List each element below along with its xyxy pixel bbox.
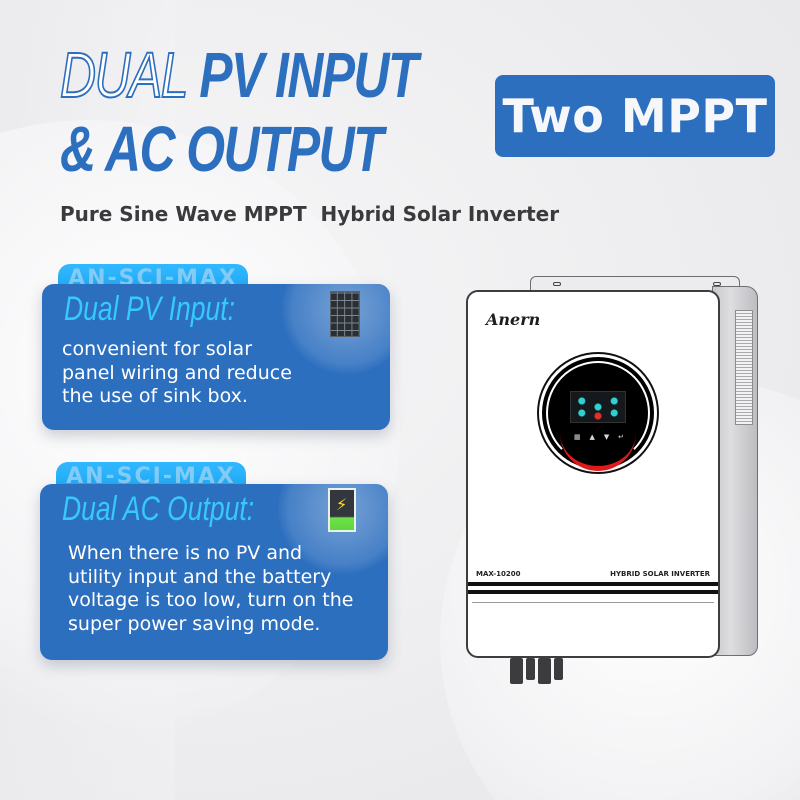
connector	[538, 658, 551, 684]
headline: DUAL PV INPUT & AC OUTPUT	[59, 38, 518, 186]
two-mppt-badge: Two MPPT	[495, 75, 775, 157]
stripe	[468, 590, 718, 594]
card-title: Dual AC Output:	[62, 490, 255, 528]
card-body-line: utility input and the battery	[68, 565, 332, 588]
feature-card-ac-output: ⚡ Dual AC Output: When there is no PV an…	[40, 484, 388, 660]
card-body: When there is no PV and utility input an…	[68, 542, 353, 636]
brand-logo: Anern	[486, 310, 541, 329]
card-title: Dual PV Input:	[64, 290, 236, 328]
divider	[472, 602, 714, 603]
connector	[526, 658, 535, 680]
card-body-line: When there is no PV and	[68, 542, 303, 564]
card-body-line: convenient for solar	[62, 338, 253, 360]
pv-connectors	[510, 658, 574, 686]
display-ring-inner	[546, 361, 650, 465]
headline-solid-words: PV INPUT	[199, 39, 418, 111]
card-body: convenient for solar panel wiring and re…	[62, 338, 292, 409]
feature-card-pv-input: Dual PV Input: convenient for solar pane…	[42, 284, 390, 430]
lcd-screen	[570, 391, 626, 423]
product-type-label: HYBRID SOLAR INVERTER	[610, 570, 710, 578]
lightning-bolt-icon: ⚡	[336, 495, 348, 514]
battery-charging-icon: ⚡	[328, 488, 356, 532]
mount-hole	[553, 282, 561, 286]
mount-hole	[713, 282, 721, 286]
display-ring: ▦ ▲ ▼ ↵	[539, 354, 657, 472]
subtitle: Pure Sine Wave MPPT Hybrid Solar Inverte…	[60, 202, 560, 226]
headline-line-2: & AC OUTPUT	[60, 113, 384, 185]
solar-panel-icon	[330, 291, 360, 337]
headline-line-1: DUAL PV INPUT	[59, 38, 418, 112]
card-body-line: voltage is too low, turn on the	[68, 589, 354, 611]
inverter-vent	[735, 310, 753, 425]
card-body-line: panel wiring and reduce	[62, 361, 292, 384]
status-light-arc	[560, 431, 636, 471]
inverter-front-panel: Anern ▦ ▲ ▼ ↵ MAX-10200 HYBRID SOLAR INV…	[466, 290, 720, 658]
model-label: MAX-10200	[476, 570, 521, 578]
card-body-line: the use of sink box.	[62, 385, 248, 407]
inverter-mount-bracket	[530, 276, 740, 292]
stripe	[468, 582, 718, 586]
connector	[554, 658, 563, 680]
headline-outline-word: DUAL	[59, 38, 189, 112]
connector	[510, 658, 523, 684]
card-body-line: super power saving mode.	[68, 612, 321, 635]
